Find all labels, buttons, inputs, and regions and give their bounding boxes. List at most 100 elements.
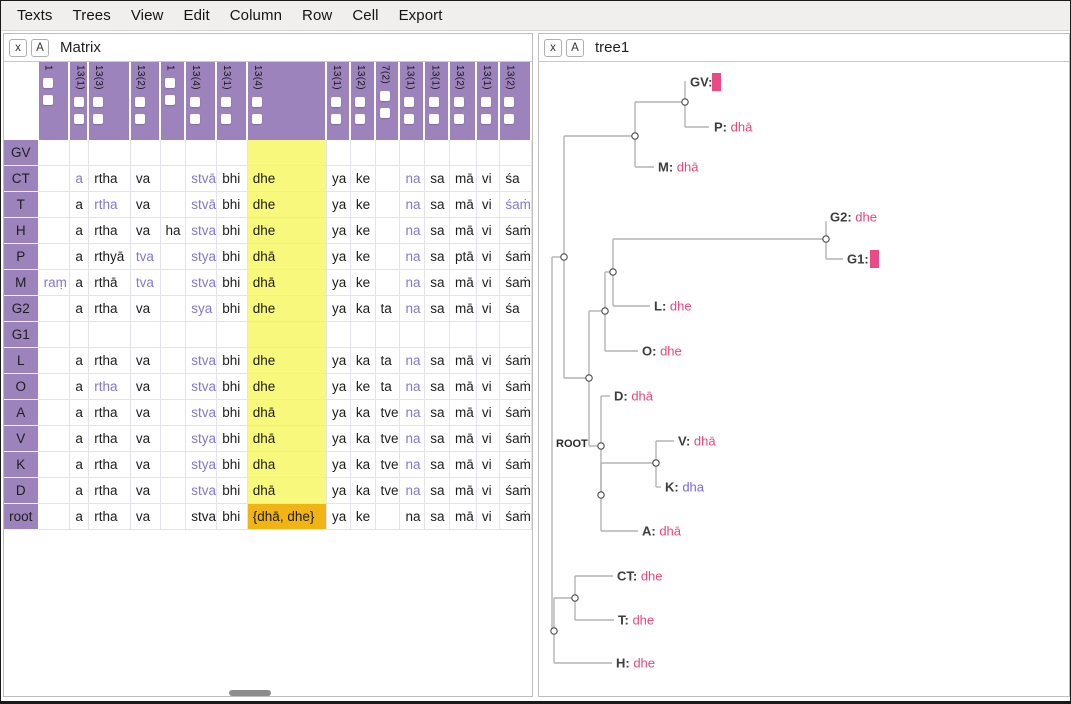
column-checkbox[interactable] (251, 113, 262, 124)
matrix-cell[interactable]: ya (327, 426, 351, 452)
menu-item-trees[interactable]: Trees (72, 7, 111, 24)
column-header-9[interactable]: 13(1) (327, 62, 351, 140)
matrix-cell[interactable]: va (130, 296, 161, 322)
matrix-cell[interactable]: a (70, 270, 90, 296)
column-checkbox[interactable] (354, 96, 365, 107)
matrix-cell[interactable]: stva (186, 400, 218, 426)
matrix-cell[interactable] (476, 140, 501, 166)
column-checkbox[interactable] (164, 94, 175, 105)
matrix-cell[interactable]: na (400, 166, 426, 192)
matrix-cell[interactable] (217, 322, 248, 348)
matrix-cell[interactable]: mā (449, 296, 477, 322)
matrix-cell[interactable]: dhe (247, 192, 328, 218)
column-header-11[interactable]: 7(2) (375, 62, 401, 140)
column-checkbox[interactable] (379, 107, 390, 118)
tree-node[interactable] (585, 374, 593, 382)
column-header-8[interactable]: 13(4) (247, 62, 328, 140)
column-checkbox[interactable] (354, 113, 365, 124)
matrix-cell[interactable]: mā (449, 478, 477, 504)
column-checkbox[interactable] (480, 96, 491, 107)
matrix-cell[interactable]: ya (327, 504, 351, 530)
row-label-T[interactable]: T (4, 192, 39, 218)
matrix-cell[interactable]: dhā (247, 270, 328, 296)
matrix-cell[interactable]: stva (186, 218, 218, 244)
matrix-cell[interactable]: na (400, 218, 426, 244)
matrix-cell[interactable] (160, 348, 187, 374)
matrix-cell[interactable]: stya (186, 426, 218, 452)
tree-node[interactable] (609, 268, 617, 276)
leaf-label-P[interactable]: P: dhā (714, 120, 753, 135)
matrix-cell[interactable] (350, 140, 376, 166)
matrix-cell[interactable]: ka (350, 348, 376, 374)
matrix-cell[interactable]: bhi (217, 166, 248, 192)
matrix-cell[interactable] (375, 140, 401, 166)
matrix-cell[interactable] (38, 244, 71, 270)
matrix-cell[interactable]: vi (476, 400, 501, 426)
matrix-cell[interactable]: mā (449, 218, 477, 244)
matrix-cell[interactable] (89, 140, 131, 166)
matrix-cell[interactable]: va (130, 192, 161, 218)
matrix-cell[interactable]: ya (327, 244, 351, 270)
matrix-cell[interactable] (375, 504, 401, 530)
matrix-cell[interactable]: a (70, 400, 90, 426)
row-label-CT[interactable]: CT (4, 166, 39, 192)
matrix-cell[interactable]: dhe (247, 374, 328, 400)
column-header-10[interactable]: 13(2) (350, 62, 376, 140)
matrix-cell[interactable] (327, 322, 351, 348)
matrix-cell[interactable]: va (130, 374, 161, 400)
row-label-A[interactable]: A (4, 400, 39, 426)
matrix-cell[interactable]: bhi (217, 296, 248, 322)
leaf-label-GV[interactable]: GV: (690, 75, 712, 90)
matrix-cell[interactable] (500, 140, 532, 166)
matrix-cell[interactable]: a (70, 348, 90, 374)
matrix-cell[interactable] (375, 270, 401, 296)
matrix-cell[interactable]: ptā (449, 244, 477, 270)
matrix-cell[interactable]: va (130, 452, 161, 478)
matrix-cell[interactable]: śaṁ (500, 270, 532, 296)
close-button[interactable]: x (544, 38, 562, 57)
menu-item-view[interactable]: View (130, 7, 164, 24)
matrix-cell[interactable]: va (130, 218, 161, 244)
matrix-cell[interactable] (160, 452, 187, 478)
matrix-cell[interactable]: stva (186, 504, 218, 530)
matrix-cell[interactable]: sa (425, 244, 450, 270)
row-label-O[interactable]: O (4, 374, 39, 400)
column-checkbox[interactable] (134, 96, 145, 107)
matrix-cell[interactable] (89, 322, 131, 348)
column-checkbox[interactable] (221, 96, 232, 107)
matrix-cell[interactable] (350, 322, 376, 348)
matrix-cell[interactable]: sa (425, 166, 450, 192)
matrix-cell[interactable]: vi (476, 374, 501, 400)
matrix-cell[interactable]: stva (186, 348, 218, 374)
column-checkbox[interactable] (190, 96, 201, 107)
matrix-cell[interactable] (425, 322, 450, 348)
matrix-cell[interactable] (70, 140, 90, 166)
horizontal-scrollbar-thumb[interactable] (229, 690, 271, 696)
matrix-cell[interactable]: stva (186, 270, 218, 296)
tree-node[interactable] (560, 253, 568, 261)
matrix-cell[interactable]: a (70, 478, 90, 504)
matrix-cell[interactable]: tve (375, 452, 401, 478)
matrix-cell[interactable] (160, 140, 187, 166)
matrix-cell[interactable]: a (70, 452, 90, 478)
matrix-cell[interactable] (38, 504, 71, 530)
menu-item-texts[interactable]: Texts (17, 7, 53, 24)
leaf-label-M[interactable]: M: dhā (658, 160, 699, 175)
matrix-cell[interactable] (449, 140, 477, 166)
column-checkbox[interactable] (221, 113, 232, 124)
column-checkbox[interactable] (251, 96, 262, 107)
menu-item-column[interactable]: Column (229, 7, 283, 24)
matrix-cell[interactable]: ha (160, 218, 187, 244)
column-header-16[interactable]: 13(2) (500, 62, 532, 140)
tree-node[interactable] (571, 594, 579, 602)
matrix-cell[interactable]: vi (476, 452, 501, 478)
matrix-cell[interactable]: ke (350, 166, 376, 192)
matrix-cell[interactable]: śaṁ (500, 244, 532, 270)
matrix-cell[interactable]: tva (130, 270, 161, 296)
leaf-label-O[interactable]: O: dhe (642, 344, 682, 359)
matrix-cell[interactable]: mā (449, 348, 477, 374)
matrix-cell[interactable]: rtha (89, 400, 131, 426)
tree-node[interactable] (681, 98, 689, 106)
matrix-cell[interactable]: sa (425, 452, 450, 478)
matrix-cell[interactable]: stya (186, 452, 218, 478)
